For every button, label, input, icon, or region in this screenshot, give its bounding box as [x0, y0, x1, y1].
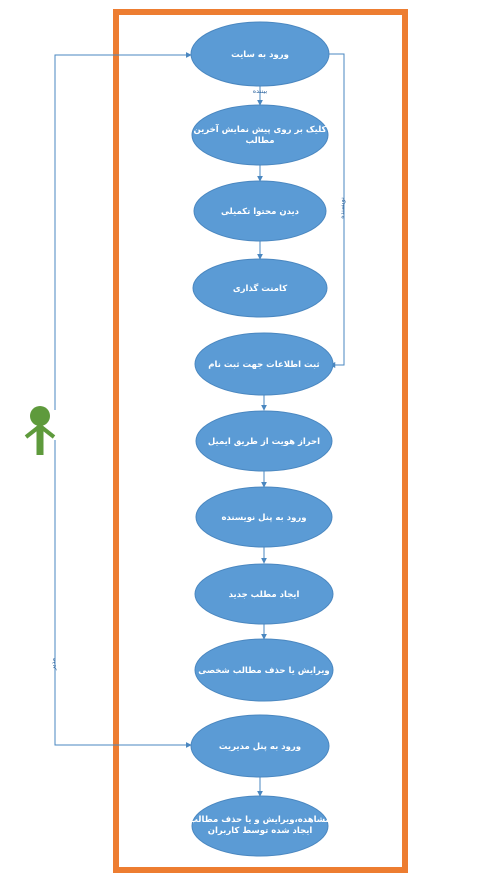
use-case-label: دیدن محتوا تکمیلی	[221, 207, 300, 217]
use-case-label: ورود به پنل مدیریت	[219, 742, 301, 752]
use-case-label: ایجاد مطلب جدید	[229, 590, 300, 600]
use-case-n3: دیدن محتوا تکمیلی	[193, 180, 327, 242]
use-case-n10: ورود به پنل مدیریت	[190, 714, 330, 778]
use-case-label: احراز هویت از طریق ایمیل	[208, 437, 320, 447]
use-case-n7: ورود به پنل نویسنده	[195, 486, 333, 548]
visitor-edge-label: بیننده	[253, 87, 268, 95]
visitor-edge	[54, 52, 192, 410]
connector-lines	[54, 52, 345, 797]
admin-edge-label: مدیر	[49, 658, 57, 671]
use-case-n5: ثبت اطلاعات جهت ثبت نام	[194, 332, 334, 396]
use-case-label: ورود به پنل نویسنده	[221, 513, 306, 523]
admin-edge	[54, 440, 192, 748]
use-case-label: کامنت گذاری	[233, 283, 287, 294]
use-case-n6: احراز هویت از طریق ایمیل	[195, 410, 333, 472]
writer-edge-label: نویسنده	[338, 197, 346, 219]
use-case-n4: کامنت گذاری	[192, 258, 328, 318]
use-case-n8: ایجاد مطلب جدید	[194, 563, 334, 625]
use-case-n9: ویرایش یا حذف مطالب شخصی	[194, 638, 334, 702]
writer-edge	[329, 53, 345, 368]
system-boundary-frame	[113, 9, 408, 873]
use-case-n1: ورود به سایت	[190, 21, 330, 87]
user-actor-icon	[24, 406, 56, 455]
use-case-label: ویرایش یا حذف مطالب شخصی	[198, 666, 329, 676]
use-case-label: ورود به سایت	[231, 50, 289, 60]
use-case-label: ثبت اطلاعات جهت ثبت نام	[208, 360, 319, 370]
